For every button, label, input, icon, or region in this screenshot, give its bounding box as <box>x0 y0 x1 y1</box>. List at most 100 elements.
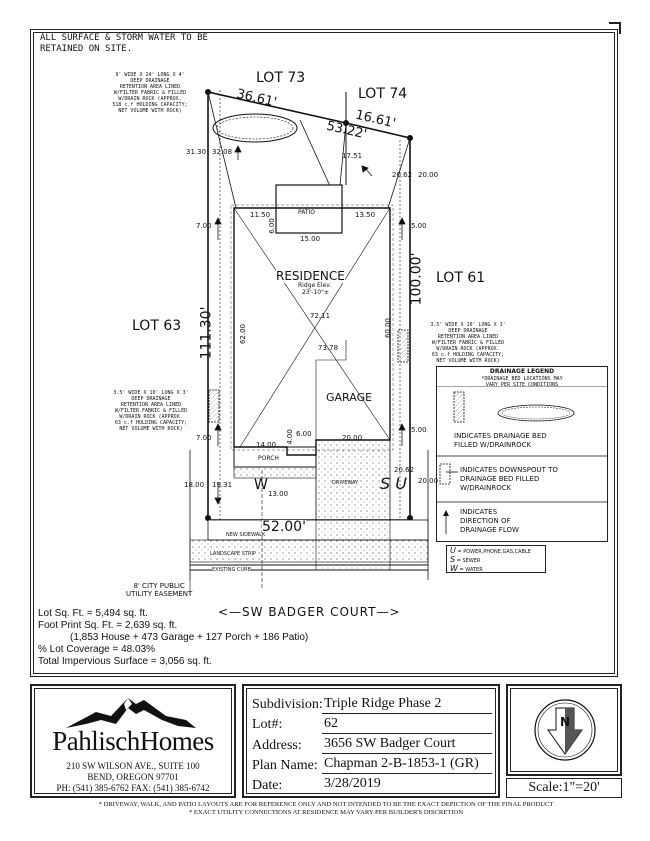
dim: 20.00 <box>418 477 439 485</box>
lot-73-label: LOT 73 <box>256 70 306 86</box>
dim: 17.51 <box>342 152 363 160</box>
company-name: PahlischHomes <box>52 726 214 756</box>
new-sidewalk-label: NEW SIDEWALK <box>226 532 266 538</box>
north-arrow-icon: N <box>534 699 596 761</box>
ridge-label: Ridge Elev. <box>298 282 332 289</box>
utility-legend <box>446 545 546 573</box>
info-value-plan: Chapman 2-B-1853-1 (GR) <box>324 756 479 771</box>
stat-impervious: Total Impervious Surface = 3,056 sq. ft. <box>38 656 212 667</box>
stat-breakdown: (1,853 House + 473 Garage + 127 Porch + … <box>70 632 309 643</box>
info-value-date: 3/28/2019 <box>324 776 381 791</box>
north-tick <box>609 22 621 34</box>
sheet-border-inner <box>33 32 615 674</box>
dim-front: 52.00' <box>262 519 306 535</box>
sheet-border <box>30 29 618 677</box>
company-address: 210 SW WILSON AVE., SUITE 100 <box>66 761 200 771</box>
lot-74-label: LOT 74 <box>358 86 408 102</box>
company-city: BEND, OREGON 97701 <box>87 772 179 782</box>
walk-label: W <box>254 477 268 493</box>
dim: 15.00 <box>300 235 321 243</box>
drainage-bed-top <box>212 113 298 143</box>
info-box-inner <box>246 688 496 794</box>
info-row-subdivision: Subdivision: <box>252 697 323 712</box>
drainage-bed-right <box>397 329 409 363</box>
mountain-logo-icon <box>66 698 196 728</box>
dim: 6.00 <box>296 430 312 438</box>
lot-63-label: LOT 63 <box>132 318 182 334</box>
lot-boundary <box>207 91 411 521</box>
dim: 7.00 <box>196 434 212 442</box>
dim: 13.00 <box>268 490 289 498</box>
landscape-label: LANDSCAPE STRIP <box>210 550 256 558</box>
curb-label: EXISTING CURB <box>212 566 252 574</box>
company-box-inner <box>34 688 232 794</box>
dim-right: 100.00' <box>408 252 425 306</box>
dim: 20.62 <box>392 171 413 179</box>
scale-box <box>506 778 622 798</box>
north-box-inner <box>510 688 618 772</box>
site-plan <box>189 89 429 595</box>
company-phone: PH: (541) 385-6762 FAX: (541) 385-6742 <box>56 783 210 793</box>
dim: 5.00 <box>411 222 427 230</box>
info-value-address: 3656 SW Badger Court <box>324 736 456 751</box>
legend-symbols <box>436 386 608 534</box>
info-value-subdivision: Triple Ridge Phase 2 <box>324 696 442 711</box>
drainage-bed-left <box>208 389 220 423</box>
info-box <box>242 684 500 798</box>
street-label: <—SW BADGER COURT—> <box>218 605 401 619</box>
stat-coverage: % Lot Coverage = 48.03% <box>38 644 156 655</box>
dim: 72.11 <box>310 312 331 320</box>
ridge-value: 23'-10"± <box>302 289 329 296</box>
info-row-plan: Plan Name: <box>252 758 318 773</box>
info-row-lot: Lot#: <box>252 717 283 732</box>
dim: 20.00 <box>342 434 363 442</box>
dim: 31.30 <box>186 148 207 156</box>
dim: 13.50 <box>355 211 376 219</box>
svg-text:N: N <box>560 715 570 729</box>
dim-left: 111.30' <box>198 306 215 360</box>
dim: 5.00 <box>411 426 427 434</box>
dim: 19.31 <box>212 481 233 489</box>
info-value-lot: 62 <box>324 716 338 731</box>
dim: 60.00 <box>384 317 393 339</box>
dim: 20.62 <box>394 466 415 474</box>
patio-label: PATIO <box>298 209 316 216</box>
disclaimer-1: * DRIVEWAY, WALK, AND PATIO LAYOUTS ARE … <box>98 801 554 808</box>
dim: 73.78 <box>318 344 339 352</box>
dim: 62.00 <box>239 323 248 345</box>
lot-61-label: LOT 61 <box>436 270 486 286</box>
dim: 32.08 <box>212 148 233 156</box>
legend-title: DRAINAGE LEGEND <box>489 368 555 375</box>
dim: 18.00 <box>184 481 205 489</box>
residence-label: RESIDENCE <box>276 269 345 283</box>
dim: 20.00 <box>418 171 439 179</box>
driveway <box>315 439 391 521</box>
disclaimers: * DRIVEWAY, WALK, AND PATIO LAYOUTS ARE … <box>30 801 622 817</box>
scale-label: Scale:1"=20' <box>528 780 600 795</box>
stat-footprint: Foot Print Sq. Ft. = 2,639 sq. ft. <box>38 620 178 631</box>
dim: 4.00 <box>285 429 294 445</box>
drainage-legend <box>436 366 608 542</box>
disclaimer-2: * EXACT UTILITY CONNECTIONS AT RESIDENCE… <box>188 809 464 816</box>
stat-lot-sqft: Lot Sq. Ft. = 5,494 sq. ft. <box>38 608 148 619</box>
north-box <box>506 684 622 776</box>
driveway-label: DRIVEWAY <box>332 480 359 486</box>
garage-label: GARAGE <box>326 391 373 404</box>
su-label: S U <box>380 474 407 493</box>
dim: 11.50 <box>250 211 271 219</box>
dim: 14.00 <box>256 441 277 449</box>
lot-stats: Lot Sq. Ft. = 5,494 sq. ft. Foot Print S… <box>38 608 308 668</box>
dim: 6.00 <box>267 218 276 234</box>
company-box <box>30 684 236 798</box>
patio <box>275 184 343 234</box>
porch-label: PORCH <box>258 455 279 462</box>
